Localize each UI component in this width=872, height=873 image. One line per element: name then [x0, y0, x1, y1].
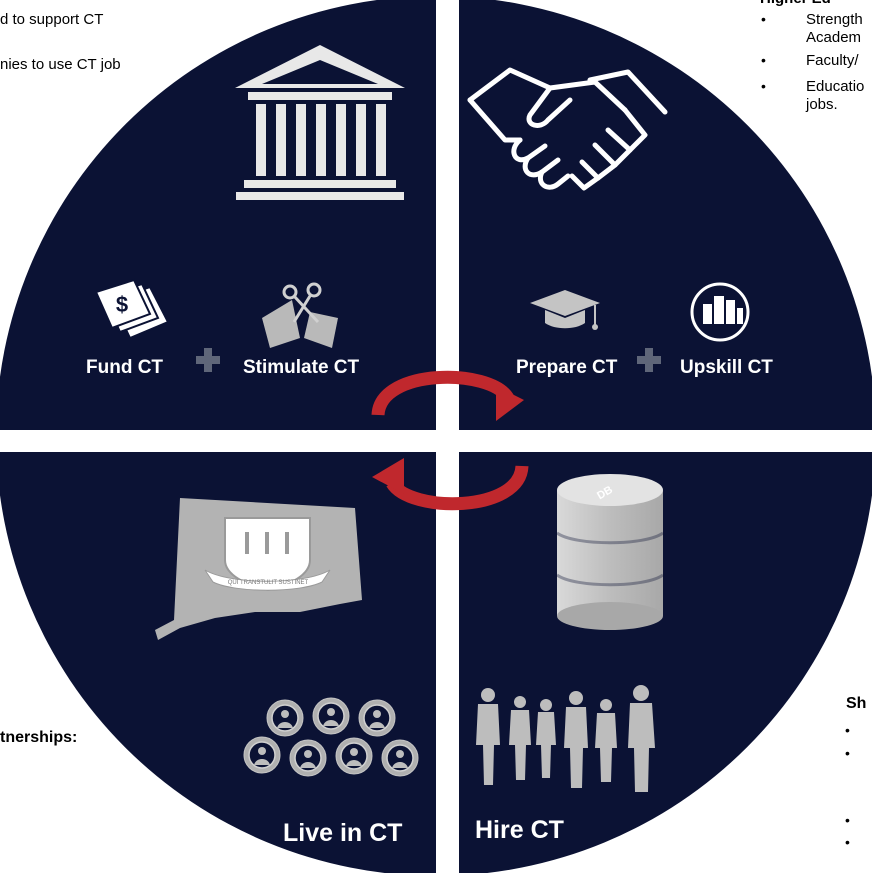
- bottom-right-heading: Sh: [846, 695, 867, 712]
- bullet-icon: •: [761, 52, 766, 68]
- hire-ct-label: Hire CT: [475, 816, 564, 844]
- higher-ed-item-4: Educatio: [806, 78, 865, 95]
- upskill-ct-label: Upskill CT: [680, 357, 773, 378]
- plus-icon: [637, 348, 661, 372]
- bullet-icon: •: [845, 834, 850, 850]
- higher-ed-item-5: jobs.: [806, 96, 838, 113]
- people-gears-icon: [243, 697, 419, 777]
- higher-ed-item-2: Academ: [806, 29, 862, 46]
- live-in-ct-label: Live in CT: [283, 819, 402, 847]
- left-note-line-1: d to support CT: [0, 11, 104, 28]
- workforce-silhouettes-icon: [476, 685, 655, 792]
- quadrant-bottom-right: [459, 452, 872, 873]
- bullet-icon: •: [761, 78, 766, 94]
- svg-text:$: $: [116, 292, 128, 317]
- higher-ed-item-3: Faculty/: [806, 52, 859, 69]
- seal-motto: QUI TRANSTULIT SUSTINET: [228, 580, 309, 586]
- prepare-ct-label: Prepare CT: [516, 357, 618, 378]
- fund-ct-label: Fund CT: [86, 357, 163, 378]
- partnerships-heading: tnerships:: [0, 729, 78, 746]
- database-icon: DB: [556, 474, 664, 630]
- left-note-line-2: nies to use CT job: [0, 56, 121, 73]
- higher-ed-item-1: Strength: [806, 11, 863, 28]
- handshake-icon: [467, 67, 668, 191]
- bullet-icon: •: [845, 745, 850, 761]
- graduation-cap-icon: [530, 290, 600, 330]
- higher-ed-heading: Higher Ed: [760, 0, 831, 8]
- connecticut-map-icon: QUI TRANSTULIT SUSTINET: [155, 498, 362, 640]
- city-icon: [690, 282, 750, 342]
- money-icon: $: [94, 278, 170, 340]
- ribbon-cutting-icon: [262, 282, 338, 348]
- plus-icon: [196, 348, 220, 372]
- stimulate-ct-label: Stimulate CT: [243, 357, 360, 378]
- cycle-arrows-icon: [371, 370, 529, 511]
- courthouse-icon: [235, 45, 405, 200]
- bullet-icon: •: [845, 812, 850, 828]
- bullet-icon: •: [761, 11, 766, 27]
- bullet-icon: •: [845, 722, 850, 738]
